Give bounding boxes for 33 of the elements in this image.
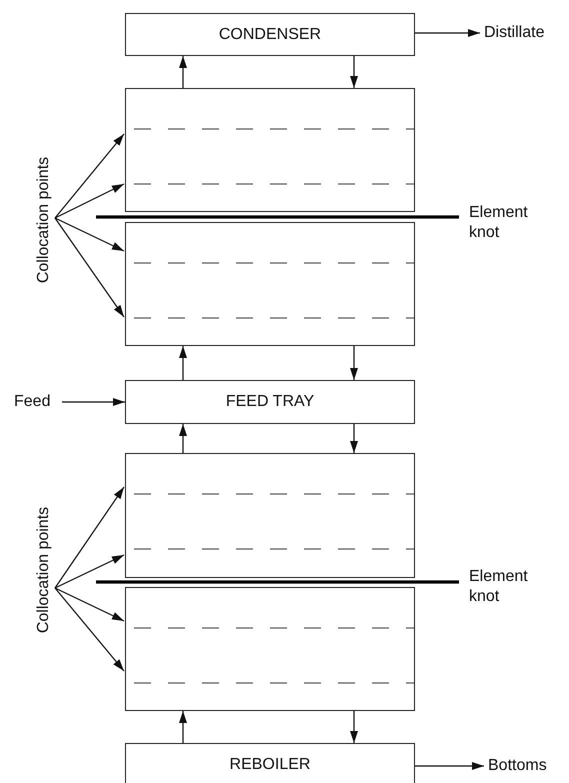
flow-arrow [350,346,358,380]
flow-arrow [62,398,125,406]
flow-arrow [350,56,358,88]
element-box [125,453,415,578]
collocation-label: Collocation points [35,506,53,634]
element-box [125,222,415,346]
flow-arrow [179,711,187,743]
flow-arrow [415,29,480,37]
element-box [125,587,415,711]
knot-label: Element knot [469,567,529,607]
stream-label: Feed [14,392,50,412]
leader-arrow [54,134,124,218]
flow-arrow [179,346,187,380]
element-box [125,88,415,212]
leader-arrow [54,217,124,252]
stream-label: Distillate [484,23,544,43]
leader-arrow [54,218,124,318]
flow-arrow [415,762,484,770]
leader-arrow [54,183,124,219]
process-box: CONDENSER [125,13,415,56]
flow-arrow [350,711,358,743]
process-box: FEED TRAY [125,380,415,424]
flow-arrow [350,424,358,453]
collocation-label: Collocation points [35,156,53,284]
leader-arrow [54,588,124,672]
process-box: REBOILER [125,743,415,783]
leader-arrow [54,587,124,622]
flow-arrow [179,56,187,88]
leader-arrow [54,554,124,589]
leader-arrow [54,486,124,588]
knot-label: Element knot [469,203,529,243]
stream-label: Bottoms [488,756,547,776]
flow-arrow [179,424,187,453]
